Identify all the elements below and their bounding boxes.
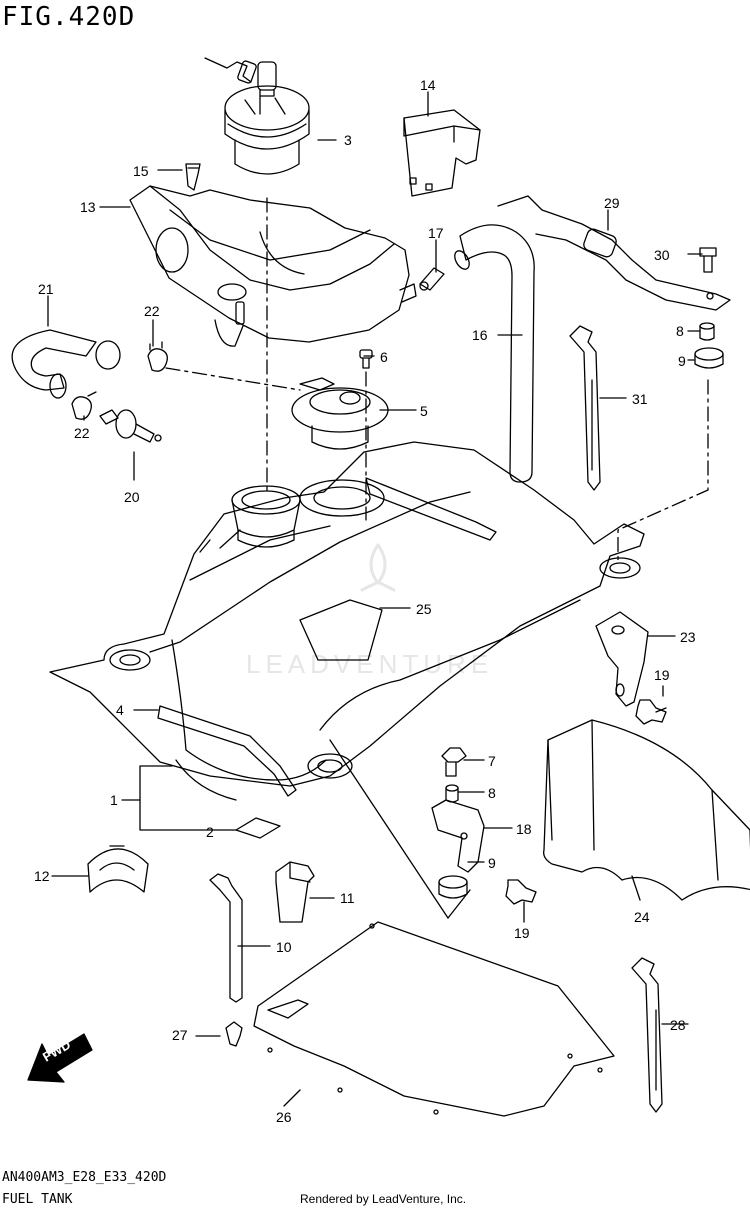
callout-1: 1 bbox=[110, 792, 118, 808]
hose-16 bbox=[454, 224, 535, 483]
collar-8b bbox=[445, 784, 459, 803]
watermark-text: LEADVENTURE bbox=[246, 649, 493, 679]
callout-10: 10 bbox=[276, 939, 292, 955]
bolt-19b bbox=[505, 879, 537, 905]
callout-27: 27 bbox=[172, 1027, 188, 1043]
filler-neck bbox=[231, 485, 301, 548]
hose-clip-22b bbox=[71, 391, 97, 420]
rubber-cover bbox=[403, 109, 481, 197]
callout-22b: 22 bbox=[74, 425, 90, 441]
tank-cover bbox=[129, 185, 417, 347]
callout-16: 16 bbox=[472, 327, 488, 343]
callout-26: 26 bbox=[276, 1109, 292, 1125]
bolt-7 bbox=[441, 747, 467, 777]
callout-4: 4 bbox=[116, 702, 124, 718]
joint-17 bbox=[419, 267, 445, 291]
callout-labels: 3 14 15 13 17 29 30 16 21 22 8 6 9 31 5 … bbox=[34, 77, 696, 1125]
callout-5: 5 bbox=[420, 403, 428, 419]
leader-line bbox=[329, 739, 449, 919]
collar-8a bbox=[699, 322, 715, 341]
assembly-lines bbox=[165, 197, 709, 561]
callout-12: 12 bbox=[34, 868, 50, 884]
heat-shield-24 bbox=[543, 719, 750, 901]
callout-17: 17 bbox=[428, 225, 444, 241]
callout-8a: 8 bbox=[676, 323, 684, 339]
lead-wire-29 bbox=[497, 195, 731, 311]
clip-27 bbox=[225, 1021, 243, 1047]
skid-plate-26 bbox=[253, 921, 615, 1117]
check-valve-20 bbox=[99, 409, 162, 443]
bracket-23 bbox=[595, 611, 649, 707]
callout-19b: 19 bbox=[514, 925, 530, 941]
leader-line-b bbox=[447, 889, 471, 919]
fuel-pump-5 bbox=[291, 377, 389, 450]
callout-15: 15 bbox=[133, 163, 149, 179]
bracket-18 bbox=[431, 799, 485, 873]
callout-18: 18 bbox=[516, 821, 532, 837]
bolt-30 bbox=[699, 247, 717, 273]
cover-11 bbox=[275, 861, 315, 923]
watermark: LEADVENTURE bbox=[246, 543, 493, 679]
label-25 bbox=[299, 599, 383, 661]
callout-2: 2 bbox=[206, 824, 214, 840]
callout-28: 28 bbox=[670, 1017, 686, 1033]
callout-31: 31 bbox=[632, 391, 648, 407]
screw-6 bbox=[359, 349, 373, 369]
leader-lines bbox=[47, 91, 703, 1107]
fwd-arrow-icon: FWD bbox=[27, 1033, 93, 1083]
callout-13: 13 bbox=[80, 199, 96, 215]
callout-25: 25 bbox=[416, 601, 432, 617]
callout-24: 24 bbox=[634, 909, 650, 925]
clamp-tie-28 bbox=[631, 957, 663, 1113]
callout-11: 11 bbox=[340, 890, 355, 906]
callout-7: 7 bbox=[488, 753, 496, 769]
callout-9b: 9 bbox=[488, 855, 496, 871]
breather-hose-21 bbox=[11, 329, 121, 399]
label-2 bbox=[235, 817, 281, 839]
pump-opening bbox=[299, 479, 385, 517]
callout-30: 30 bbox=[654, 247, 670, 263]
callout-29: 29 bbox=[604, 195, 620, 211]
callout-3: 3 bbox=[344, 132, 352, 148]
figure-name: FUEL TANK bbox=[2, 1192, 73, 1207]
callout-14: 14 bbox=[420, 77, 436, 93]
callout-22a: 22 bbox=[144, 303, 160, 319]
fuel-cap bbox=[204, 57, 310, 175]
callout-8b: 8 bbox=[488, 785, 496, 801]
callout-20: 20 bbox=[124, 489, 140, 505]
callout-9a: 9 bbox=[678, 353, 686, 369]
callout-19a: 19 bbox=[654, 667, 670, 683]
render-credit: Rendered by LeadVenture, Inc. bbox=[300, 1192, 467, 1206]
tube-10 bbox=[209, 873, 243, 1003]
callout-23: 23 bbox=[680, 629, 696, 645]
bolt-19a bbox=[635, 699, 667, 725]
clamp-tie-31 bbox=[569, 325, 601, 491]
callout-21: 21 bbox=[38, 281, 54, 297]
cushion-9a bbox=[694, 347, 724, 369]
cushion-9b bbox=[438, 875, 468, 899]
figure-code: AN400AM3_E28_E33_420D bbox=[2, 1170, 167, 1185]
callout-6: 6 bbox=[380, 349, 388, 365]
cushion-12 bbox=[87, 845, 149, 893]
tube-4 bbox=[157, 705, 297, 797]
figure-title: FIG.420D bbox=[2, 2, 136, 32]
hose-clip-22a bbox=[147, 341, 168, 372]
fuel-tank bbox=[49, 441, 645, 801]
clip-15 bbox=[185, 163, 201, 191]
